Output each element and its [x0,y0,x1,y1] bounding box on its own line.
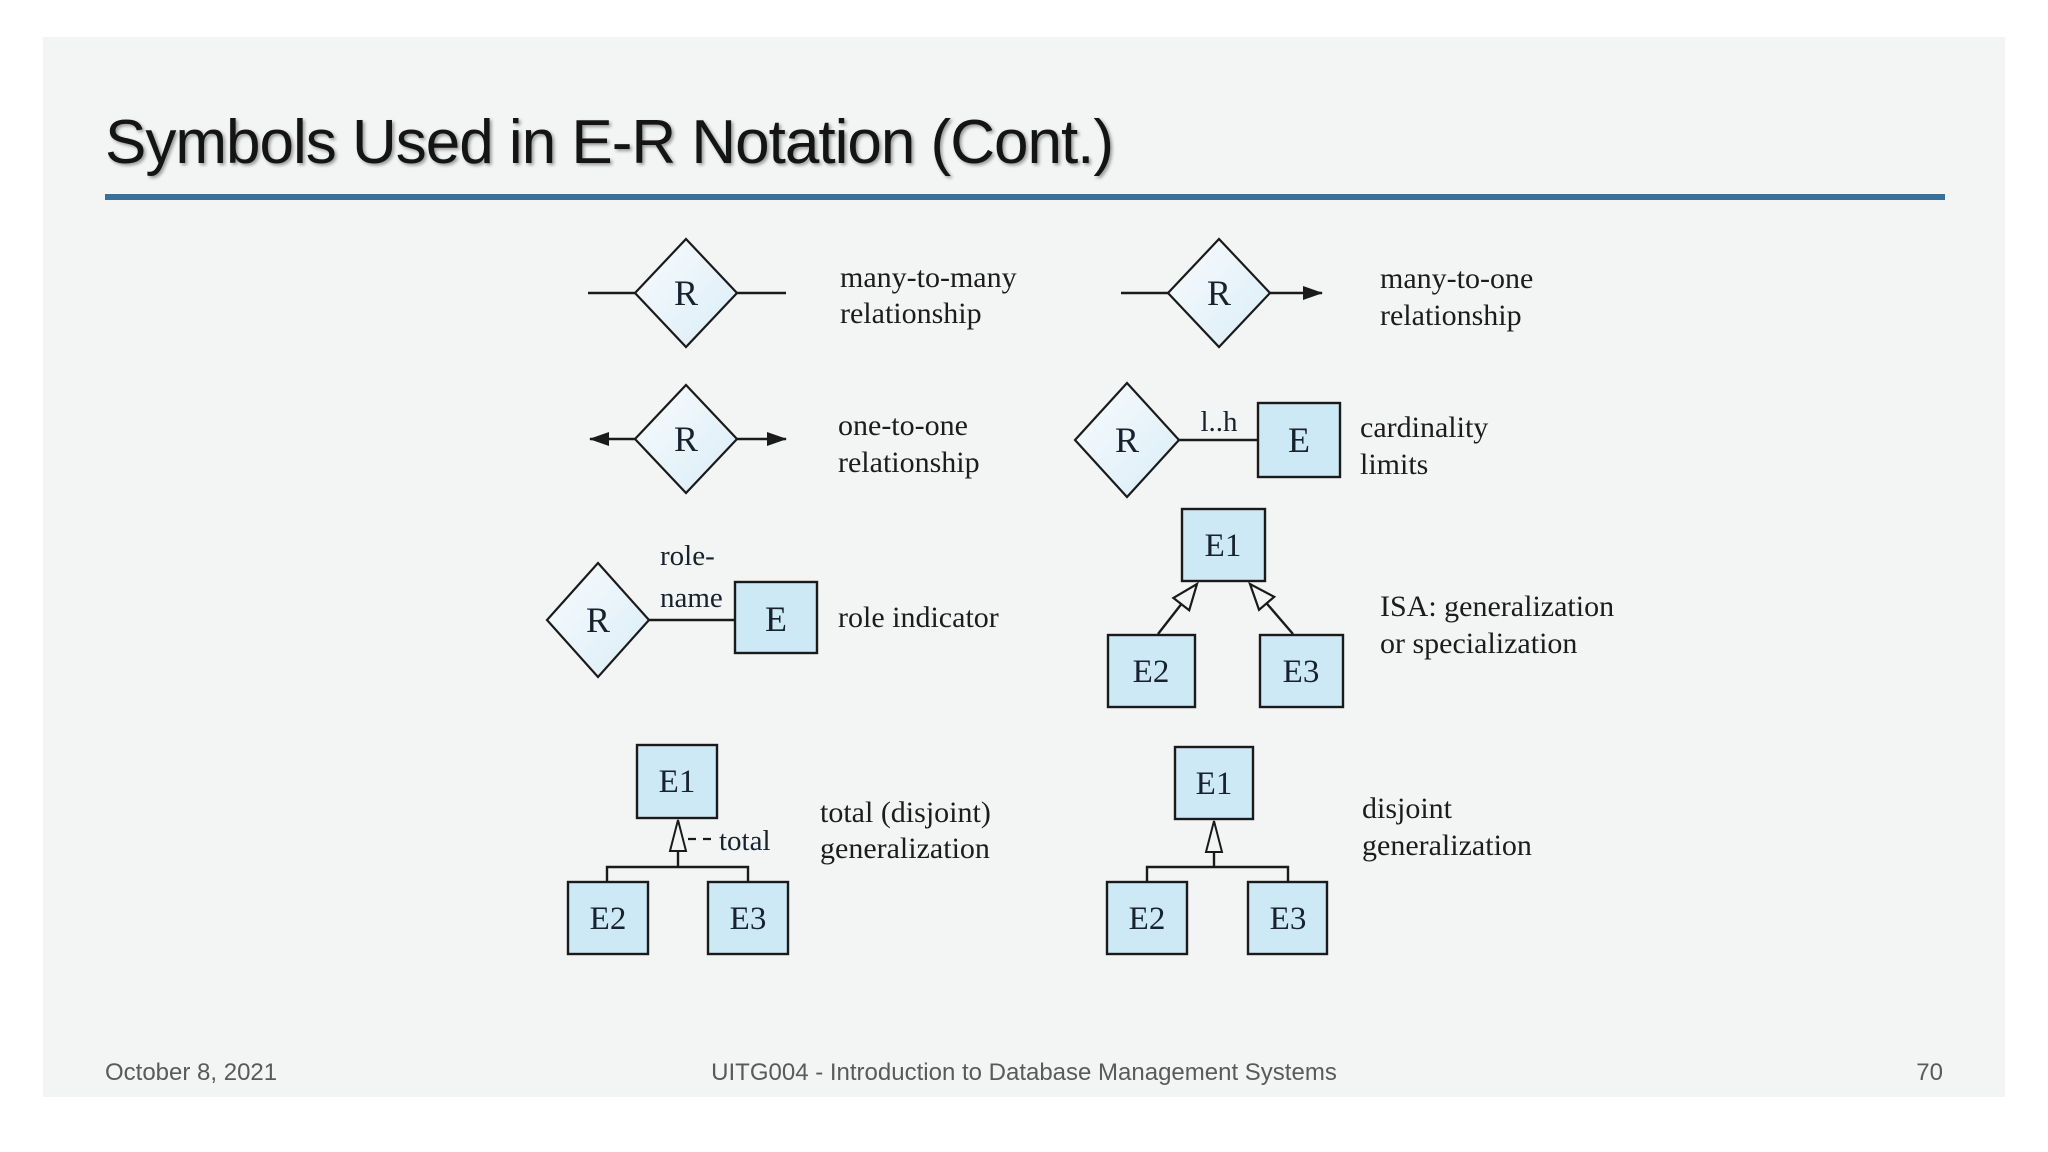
many-to-one-symbol: R many-to-one relationship [1121,237,1533,349]
subclass-label: E2 [590,901,627,937]
title-underline [105,194,1945,200]
caption-line: many-to-one [1380,262,1533,295]
isa-arrow-line [1157,584,1197,635]
hollow-triangle-arrowhead [1204,820,1224,853]
caption-line: relationship [838,446,980,479]
footer-course: UITG004 - Introduction to Database Manag… [711,1059,1337,1086]
cardinality-limits-symbol: R E l..h cardinality limits [1073,381,1488,499]
caption-line: relationship [840,297,982,330]
superclass-label: E1 [1196,766,1233,802]
caption-line: cardinality [1360,411,1488,444]
relationship-diamond [1166,237,1272,349]
superclass-box [1180,507,1267,583]
entity-box [1256,401,1342,479]
isa-arrow-line [1250,584,1294,635]
one-to-one-symbol: R one-to-one relationship [589,383,980,495]
relationship-diamond [1073,381,1181,499]
branch-connector [1145,865,1290,882]
relationship-diamond [633,237,739,349]
entity-label: E [1288,420,1310,460]
entity-label: E [765,599,787,639]
total-annotation-label: total [719,825,771,857]
subclass-box [1106,633,1197,709]
subclass-label: E2 [1129,901,1166,937]
caption-line: total (disjoint) [820,796,991,829]
caption-line: role indicator [838,601,999,634]
branch-connector [605,865,750,882]
caption-line: ISA: generalization [1380,590,1614,623]
footer-date: October 8, 2021 [105,1059,278,1086]
relationship-label: R [674,419,698,459]
superclass-box [1173,745,1255,821]
subclass-label: E2 [1133,654,1170,690]
slide: Symbols Used in E-R Notation (Cont.) Oct… [43,37,2005,1097]
relationship-label: R [586,600,610,640]
relationship-label: R [674,273,698,313]
caption-line: limits [1360,448,1428,481]
relationship-label: R [1115,420,1139,460]
hollow-triangle-arrowhead [668,819,688,852]
isa-symbol: E1 E2 E3 ISA: generalization or speciali… [1106,507,1614,709]
caption-line: or specialization [1380,627,1577,660]
subclass-label: E3 [730,901,767,937]
superclass-label: E1 [1205,528,1242,564]
total-generalization-symbol: E1 E2 E3 total total (disjoint) generali… [566,743,991,956]
cardinality-limit-label: l..h [1200,406,1238,438]
caption-line: generalization [1362,829,1532,862]
role-indicator-symbol: R E role- name role indicator [545,540,999,679]
subclass-box [1246,880,1329,956]
relationship-label: R [1207,273,1231,313]
caption-line: one-to-one [838,409,968,442]
subclass-label: E3 [1283,654,1320,690]
caption-line: relationship [1380,299,1522,332]
role-name-label: role- [660,540,715,572]
superclass-box [635,743,719,820]
many-to-many-symbol: R many-to-many relationship [588,237,1017,349]
disjoint-generalization-symbol: E1 E2 E3 disjoint generalization [1105,745,1532,956]
subclass-box [566,880,650,956]
subclass-box [706,880,790,956]
caption-line: disjoint [1362,792,1453,825]
subclass-box [1258,633,1345,709]
superclass-label: E1 [659,764,696,800]
entity-box [733,580,819,655]
footer-page-number: 70 [1916,1059,1943,1086]
caption-line: many-to-many [840,261,1017,294]
relationship-diamond [545,561,651,679]
role-name-label: name [660,582,723,614]
slide-footer: October 8, 2021 UITG004 - Introduction t… [105,1059,1943,1087]
slide-title: Symbols Used in E-R Notation (Cont.) [105,108,1114,177]
caption-line: generalization [820,832,990,865]
relationship-diamond [633,383,739,495]
subclass-box [1105,880,1189,956]
subclass-label: E3 [1270,901,1307,937]
